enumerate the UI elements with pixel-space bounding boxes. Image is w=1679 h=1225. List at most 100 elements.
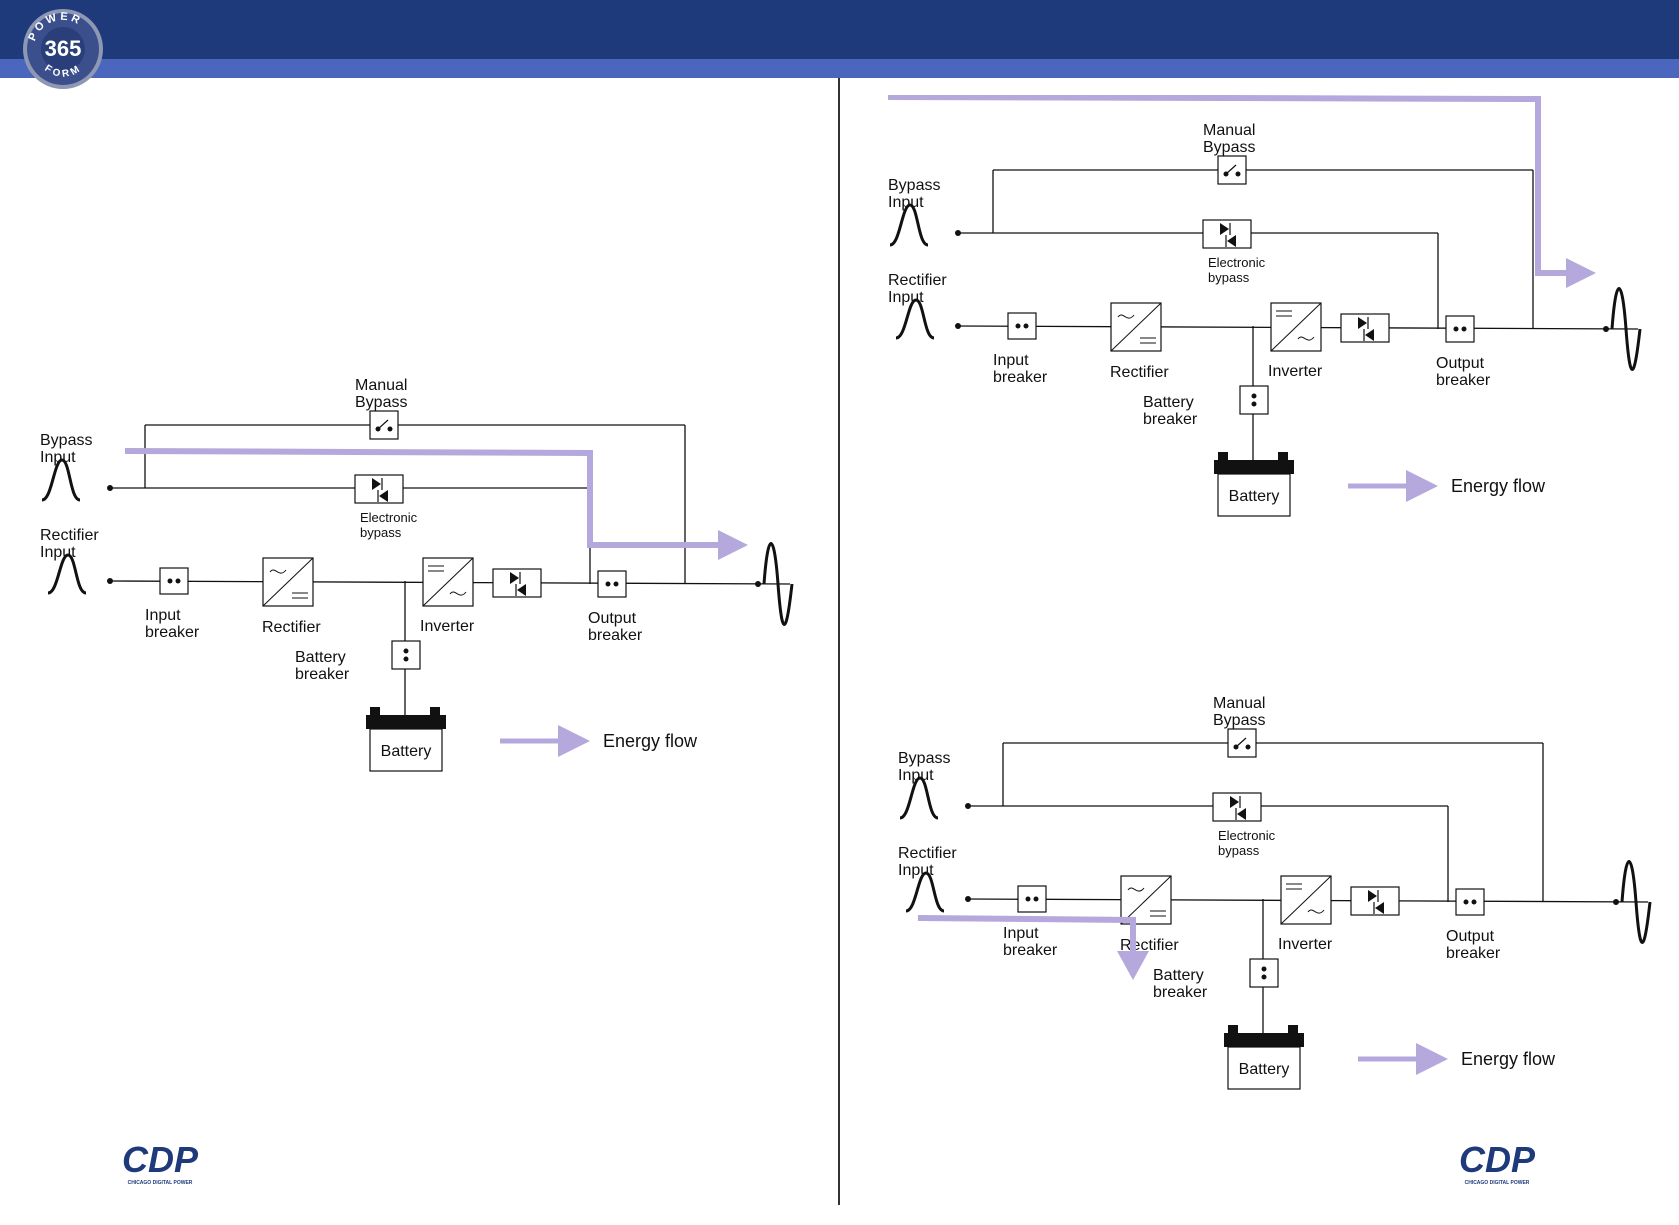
output-breaker-label: Output xyxy=(1436,355,1485,372)
rectifier-input-label: Rectifier xyxy=(888,272,947,289)
input-breaker-icon xyxy=(1017,885,1047,913)
rectifier-icon xyxy=(262,557,314,607)
input-breaker-icon xyxy=(159,567,189,595)
inverter-icon xyxy=(1280,875,1332,925)
inverter-icon xyxy=(422,557,474,607)
battery-breaker-icon xyxy=(1239,385,1269,415)
battery-label: Battery xyxy=(381,743,432,760)
svg-text:CDP: CDP xyxy=(122,1140,199,1180)
logo-number: 365 xyxy=(45,36,82,61)
energy-flow-legend: Energy flow xyxy=(1348,470,1546,502)
output-sine-icon xyxy=(762,542,794,626)
inverter-label: Inverter xyxy=(1278,936,1333,953)
cdp-logo-right: CDP CHICAGO DIGITAL POWER xyxy=(1459,1140,1536,1186)
manual-bypass-icon xyxy=(1227,728,1257,758)
bypass-input-label: Bypass xyxy=(40,432,92,449)
battery-label: Battery xyxy=(1239,1061,1290,1078)
output-breaker-icon xyxy=(1445,315,1475,343)
input-breaker-label: Input xyxy=(145,607,181,624)
logo-bottom-text: FORM xyxy=(43,63,85,80)
energy-flow-label: Energy flow xyxy=(1461,1049,1556,1069)
output-breaker-label: Output xyxy=(588,610,637,627)
static-switch-icon xyxy=(1350,886,1400,916)
manual-bypass-label: Manual xyxy=(355,377,407,394)
input-breaker-label: Input xyxy=(993,352,1029,369)
manual-bypass-icon xyxy=(369,410,399,440)
page-divider xyxy=(838,78,840,1205)
battery-breaker-label: Battery xyxy=(1153,967,1204,984)
svg-text:CDP: CDP xyxy=(1459,1140,1536,1180)
rectifier-input-label: Rectifier xyxy=(40,527,99,544)
energy-flow-arrow xyxy=(718,530,748,560)
manual-bypass-icon xyxy=(1217,155,1247,185)
battery-breaker-icon xyxy=(391,640,421,670)
inverter-icon xyxy=(1270,302,1322,352)
battery-icon xyxy=(1224,1025,1304,1090)
bypass-input-sine-icon xyxy=(889,203,929,247)
bypass-input-sine-icon xyxy=(41,458,81,502)
energy-flow-label: Energy flow xyxy=(603,731,698,751)
rectifier-icon xyxy=(1120,875,1172,925)
rectifier-label: Rectifier xyxy=(262,619,321,636)
bypass-input-label: Bypass xyxy=(898,750,950,767)
cdp-logo-left: CDP CHICAGO DIGITAL POWER xyxy=(122,1140,199,1186)
output-breaker-icon xyxy=(597,570,627,598)
battery-breaker-label: Battery xyxy=(295,649,346,666)
bypass-input-label: Bypass xyxy=(888,177,940,194)
electronic-bypass-icon xyxy=(1202,219,1252,249)
electronic-bypass-label: Electronic xyxy=(1208,255,1266,270)
energy-flow-path xyxy=(917,915,1149,980)
bypass-input-sine-icon xyxy=(899,776,939,820)
energy-flow-arrow xyxy=(1566,258,1596,288)
battery-label: Battery xyxy=(1229,488,1280,505)
output-breaker-label: Output xyxy=(1446,928,1495,945)
static-switch-icon xyxy=(1340,313,1390,343)
battery-breaker-icon xyxy=(1249,958,1279,988)
svg-text:CHICAGO DIGITAL POWER: CHICAGO DIGITAL POWER xyxy=(1465,1180,1530,1186)
energy-flow-line xyxy=(887,95,1568,276)
output-sine-icon xyxy=(1610,287,1642,371)
battery-icon xyxy=(1214,452,1294,517)
electronic-bypass-label: Electronic xyxy=(1218,828,1276,843)
energy-flow-path xyxy=(887,95,1596,288)
input-breaker-label: Input xyxy=(1003,925,1039,942)
electronic-bypass-icon xyxy=(354,474,404,504)
inverter-label: Inverter xyxy=(1268,363,1323,380)
power-365-form-logo: POWER 365 FORM xyxy=(23,9,103,89)
electronic-bypass-label: Electronic xyxy=(360,510,418,525)
rectifier-input-sine-icon xyxy=(895,298,935,340)
energy-flow-legend: Energy flow xyxy=(500,725,698,757)
manual-bypass-label: Manual xyxy=(1213,695,1265,712)
battery-breaker-label: Battery xyxy=(1143,394,1194,411)
input-breaker-icon xyxy=(1007,312,1037,340)
energy-flow-legend: Energy flow xyxy=(1358,1043,1556,1075)
energy-flow-path xyxy=(124,448,748,560)
energy-flow-line xyxy=(124,448,718,548)
output-breaker-icon xyxy=(1455,888,1485,916)
svg-text:CHICAGO DIGITAL POWER: CHICAGO DIGITAL POWER xyxy=(128,1180,193,1186)
rectifier-label: Rectifier xyxy=(1110,364,1169,381)
energy-flow-line xyxy=(917,915,1136,953)
rectifier-icon xyxy=(1110,302,1162,352)
rectifier-input-label: Rectifier xyxy=(898,845,957,862)
output-sine-icon xyxy=(1620,860,1652,944)
